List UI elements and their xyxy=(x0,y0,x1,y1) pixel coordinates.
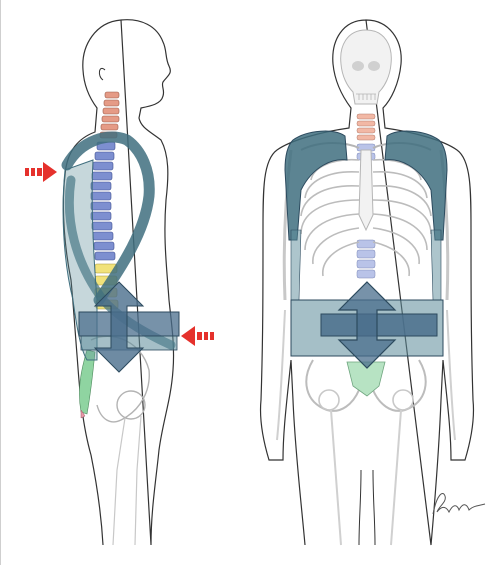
front-brace-belt-band xyxy=(321,314,437,336)
side-femur xyxy=(113,416,141,545)
red-arrow-upper-back xyxy=(25,162,57,182)
thoracic-spine xyxy=(91,142,115,260)
sternum xyxy=(359,150,373,230)
skull-eye-left xyxy=(352,61,364,71)
femoral-head-right xyxy=(393,390,413,410)
side-femoral-head xyxy=(117,391,145,419)
cervical-spine xyxy=(100,92,119,138)
front-femurs xyxy=(331,410,401,545)
front-brace-side-left xyxy=(291,230,301,300)
front-brace-strap-right xyxy=(385,131,447,240)
femoral-head-left xyxy=(319,390,339,410)
skull-eye-right xyxy=(368,61,380,71)
front-inner-legs xyxy=(359,470,375,545)
front-brace-side-right xyxy=(431,230,441,300)
artist-signature xyxy=(429,484,489,524)
front-cervical-spine xyxy=(357,114,375,140)
side-view-figure xyxy=(25,20,214,545)
red-arrow-abdomen xyxy=(181,326,214,346)
side-ear xyxy=(99,68,105,80)
skull xyxy=(341,30,392,104)
front-view-figure xyxy=(260,20,473,545)
side-brace-belt xyxy=(79,312,179,336)
front-brace-strap-left xyxy=(285,131,347,240)
